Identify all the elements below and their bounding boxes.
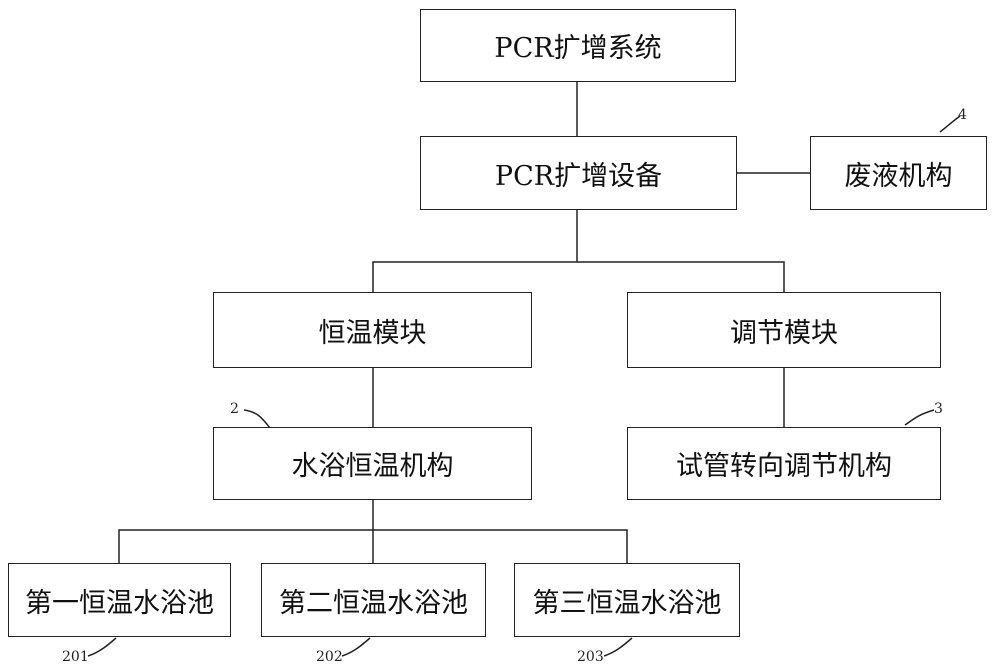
node-waste-mechanism: 废液机构 — [810, 136, 987, 210]
leader-ref-waterbath — [243, 409, 271, 429]
leader-ref-waste — [939, 115, 961, 133]
node-adjust-module: 调节模块 — [627, 292, 941, 368]
ref-water-bath: 2 — [230, 401, 239, 417]
ref-pool-3: 203 — [577, 649, 604, 665]
node-pool-3: 第三恒温水浴池 — [514, 563, 740, 637]
node-pcr-system: PCR扩增系统 — [420, 9, 736, 82]
leader-ref-tube — [904, 409, 935, 426]
leader-ref-pool3 — [603, 637, 633, 657]
node-pool-1: 第一恒温水浴池 — [8, 563, 231, 637]
leader-ref-pool1 — [87, 637, 117, 657]
ref-pool-1: 201 — [62, 649, 89, 665]
node-tube-turn-mechanism: 试管转向调节机构 — [627, 427, 941, 500]
ref-pool-2: 202 — [316, 649, 343, 665]
ref-tube-turn: 3 — [934, 401, 943, 417]
ref-waste: 4 — [958, 107, 967, 123]
node-pcr-device: PCR扩增设备 — [420, 136, 737, 210]
node-pool-2: 第二恒温水浴池 — [261, 563, 486, 637]
node-water-bath-mechanism: 水浴恒温机构 — [213, 427, 532, 500]
connector-modules-bus — [372, 261, 785, 292]
leader-ref-pool2 — [341, 637, 371, 657]
node-constant-temp-module: 恒温模块 — [213, 292, 532, 368]
